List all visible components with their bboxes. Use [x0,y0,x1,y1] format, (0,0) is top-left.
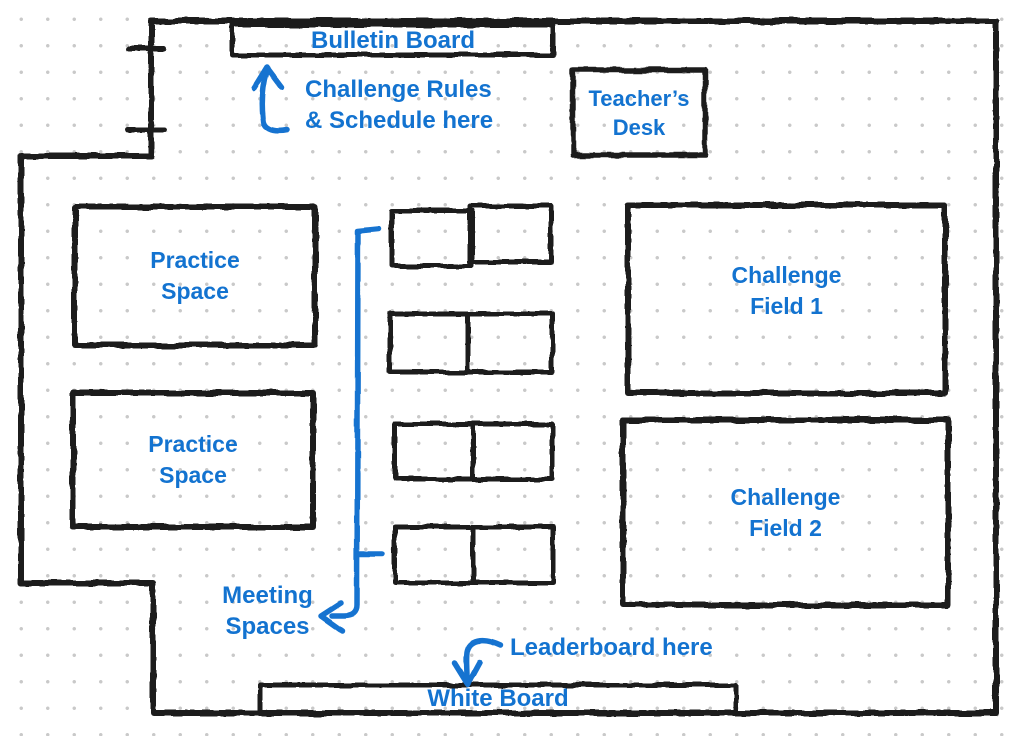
meeting-table-1-left [389,208,475,269]
practice-space-1-outline [72,204,318,348]
bulletin-board-label: Bulletin Board [310,26,475,54]
leaderboard-annotation: Leaderboard here [510,634,713,661]
arrow-down-to-white-board [463,637,504,680]
challenge-field-1-outline [625,202,948,396]
arrow-up-to-bulletin-board [259,68,290,134]
challenge-field-2-label: Challenge Field 2 [730,483,841,541]
meeting-spaces-bracket [329,226,381,619]
challenge-field-2-outline [620,417,951,608]
white-board-outline [257,682,739,716]
bulletin-board-outline [230,22,556,58]
teachers-desk-outline [570,67,708,158]
challenge-field-1-label: Challenge Field 1 [731,262,842,319]
arrow-up-head-icon [251,64,285,91]
outer-wall [18,18,999,716]
rules-schedule-line1: Challenge Rules [305,76,492,103]
meeting-table-2 [387,311,555,375]
rules-schedule-annotation: Challenge Rules & Schedule here [305,74,493,136]
meeting-table-1-right [467,203,554,265]
arrow-down-head-icon [452,659,483,687]
white-board-label: White Board [427,685,569,712]
meeting-spaces-annotation: Meeting Spaces [222,582,313,640]
teachers-desk-label: Teacher’s Desk [588,85,690,140]
practice-space-2-label: Practice Space [148,431,238,488]
rules-schedule-line2: & Schedule here [305,107,494,134]
practice-space-1-label: Practice Space [150,247,240,304]
practice-space-2-outline [70,390,316,530]
arrow-left-head-icon [318,600,345,634]
